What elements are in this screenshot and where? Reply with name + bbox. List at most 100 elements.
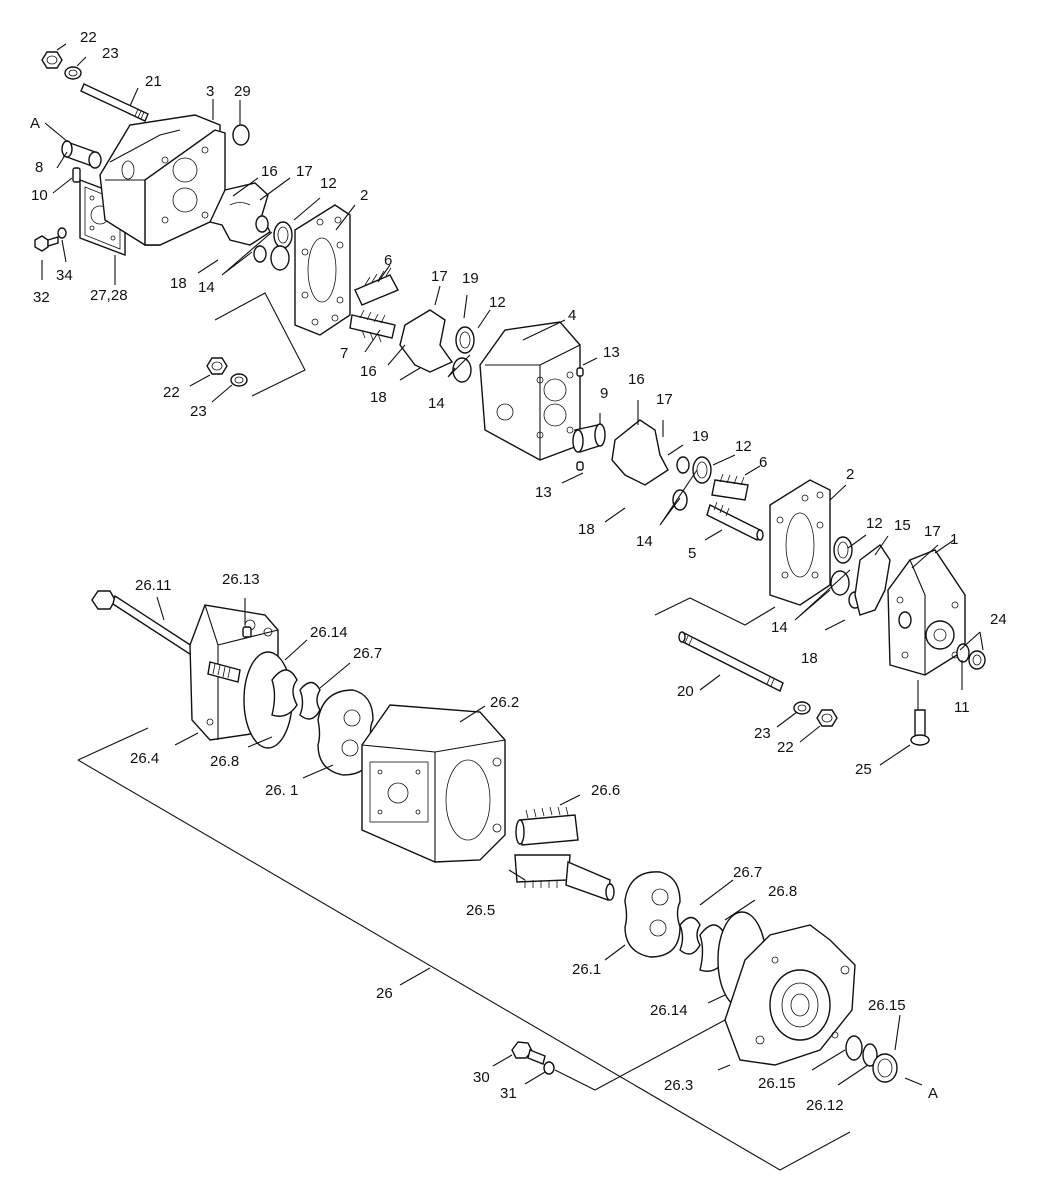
label-13: 13 (535, 484, 552, 501)
seal-26-7-a (299, 681, 321, 720)
label-25: 25 (855, 761, 872, 778)
stud-21 (80, 83, 149, 122)
label-24: 24 (990, 611, 1007, 628)
washer-23-mid (230, 373, 248, 387)
plug-25 (910, 709, 930, 746)
nut-22-top (41, 51, 63, 69)
label-10: 10 (31, 187, 48, 204)
bolt-26-11 (91, 590, 199, 660)
label-29: 29 (234, 83, 251, 100)
label-16: 16 (261, 163, 278, 180)
shaft-5 (706, 501, 764, 541)
label-18: 18 (170, 275, 187, 292)
label-16: 16 (628, 371, 645, 388)
bushing-8 (61, 140, 102, 169)
label-3: 3 (206, 83, 214, 100)
label-17: 17 (656, 391, 673, 408)
ring-12-c (672, 456, 712, 511)
label-26-1: 26.1 (572, 961, 601, 978)
dowel-13-a (576, 367, 584, 377)
label-7: 7 (340, 345, 348, 362)
bearing-block-26-1-b (624, 871, 681, 958)
label-18: 18 (370, 389, 387, 406)
label-14: 14 (428, 395, 445, 412)
label-22: 22 (80, 29, 97, 46)
bolt-30 (511, 1041, 546, 1065)
seal-26-7-b (679, 916, 701, 955)
washer-23-bottom (793, 701, 811, 715)
front-cover-1 (887, 549, 966, 676)
seal-14-a (253, 215, 269, 263)
label-14: 14 (198, 279, 215, 296)
label-26-3: 26.3 (664, 1077, 693, 1094)
label-26-13: 26.13 (222, 571, 260, 588)
label-5: 5 (688, 545, 696, 562)
label-19: 19 (462, 270, 479, 287)
washer-34 (57, 227, 67, 239)
label-A: A (30, 115, 40, 132)
label-26-2: 26.2 (490, 694, 519, 711)
label-22: 22 (777, 739, 794, 756)
nut-22-bottom (816, 709, 838, 727)
pump-body-4 (479, 321, 581, 461)
label-26-1: 26. 1 (265, 782, 298, 799)
label-9: 9 (600, 385, 608, 402)
seal-15-17 (854, 543, 891, 616)
label-8: 8 (35, 159, 43, 176)
label-26-15: 26.15 (868, 997, 906, 1014)
label-31: 31 (500, 1085, 517, 1102)
gear-housing-26-2 (361, 704, 506, 863)
label-27-28: 27,28 (90, 287, 128, 304)
label-12: 12 (320, 175, 337, 192)
label-17: 17 (431, 268, 448, 285)
label-26-14: 26.14 (310, 624, 348, 641)
label-6: 6 (759, 454, 767, 471)
seal-24 (968, 650, 986, 670)
label-26-7: 26.7 (733, 864, 762, 881)
dowel-13-b (576, 461, 584, 471)
label-19: 19 (692, 428, 709, 445)
seal-16-17-c (611, 419, 669, 486)
label-13: 13 (603, 344, 620, 361)
seal-26-8-a (271, 669, 298, 717)
label-26-15: 26.15 (758, 1075, 796, 1092)
label-30: 30 (473, 1069, 490, 1086)
label-26-4: 26.4 (130, 750, 159, 767)
pump-body-3 (99, 114, 226, 246)
gear-6-b (711, 473, 749, 501)
label-23: 23 (754, 725, 771, 742)
seal-26-15-b (862, 1043, 878, 1067)
washer-23-top (64, 66, 82, 80)
label-14: 14 (771, 619, 788, 636)
label-26-8: 26.8 (768, 883, 797, 900)
label-26-7: 26.7 (353, 645, 382, 662)
stud-20 (678, 631, 784, 692)
o-ring-29 (232, 124, 250, 146)
label-26-6: 26.6 (591, 782, 620, 799)
label-11: 11 (954, 699, 970, 716)
label-26-8: 26.8 (210, 753, 239, 770)
label-A: A (928, 1085, 938, 1102)
label-26-5: 26.5 (466, 902, 495, 919)
label-21: 21 (145, 73, 162, 90)
seal-11 (956, 643, 970, 663)
gear-26-6 (515, 806, 579, 846)
label-17: 17 (296, 163, 313, 180)
label-12: 12 (489, 294, 506, 311)
label-1: 1 (950, 531, 958, 548)
label-12: 12 (866, 515, 883, 532)
label-16: 16 (360, 363, 377, 380)
front-cover-26-3 (724, 924, 856, 1066)
label-26-11: 26.11 (135, 577, 171, 594)
label-6: 6 (384, 252, 392, 269)
label-4: 4 (568, 307, 576, 324)
seal-26-15-a (845, 1035, 863, 1061)
label-18: 18 (578, 521, 595, 538)
label-26: 26 (376, 985, 393, 1002)
label-22: 22 (163, 384, 180, 401)
washer-31 (543, 1061, 555, 1075)
seal-16-17-b (399, 309, 454, 373)
nut-22-mid (206, 357, 228, 375)
seal-16-17-a (209, 182, 271, 246)
